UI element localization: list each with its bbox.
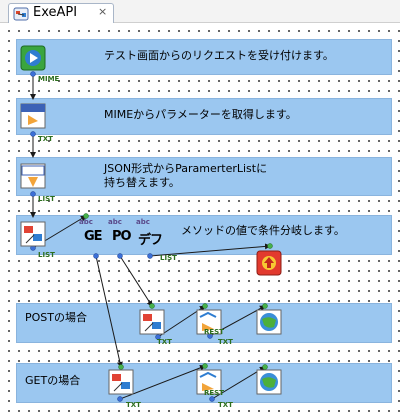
lane-label: POSTの場合 (25, 311, 87, 324)
tab-exeapi[interactable]: ExeAPI × (8, 3, 114, 23)
port-dot (267, 243, 273, 249)
port-label: MIME (38, 75, 60, 83)
post-branch-node-icon[interactable] (139, 309, 165, 335)
start-node-icon[interactable] (20, 45, 46, 71)
mime-parse-node-icon[interactable] (20, 103, 46, 129)
connection-line (149, 243, 271, 257)
condition-get[interactable]: GE (84, 229, 103, 244)
condition-group: abc abc abc GE PO デフ (74, 218, 166, 252)
lane-label: 持ち替えます。 (104, 176, 180, 189)
flow-connections (30, 71, 273, 402)
port-dot (30, 71, 36, 77)
port-label: TXT (157, 338, 172, 346)
connection-line (95, 255, 123, 368)
condition-default[interactable]: デフ (138, 233, 163, 248)
port-label: REST (204, 389, 224, 397)
web-response-node-icon[interactable] (256, 369, 282, 395)
connection-line (119, 255, 153, 307)
port-dot (83, 213, 89, 219)
close-icon[interactable]: × (98, 5, 108, 18)
port-dot (93, 253, 99, 259)
lane-label: MIMEからパラメーターを取得します。 (104, 108, 297, 121)
port-dot (30, 131, 36, 137)
port-label: REST (204, 328, 224, 336)
abc-label: abc (79, 218, 93, 226)
json-convert-node-icon[interactable] (20, 163, 46, 189)
abc-label: abc (136, 218, 150, 226)
port-label: TXT (218, 338, 233, 346)
error-end-node-icon[interactable] (256, 250, 282, 276)
flow-file-icon (13, 6, 29, 25)
tab-title: ExeAPI (33, 5, 78, 20)
port-dot (209, 396, 215, 402)
lane-branch-method[interactable]: メソッドの値で条件分岐します。 (16, 215, 392, 255)
condition-post[interactable]: PO (112, 229, 132, 244)
abc-label: abc (108, 218, 122, 226)
port-label: LIST (160, 254, 177, 262)
port-dot (149, 303, 155, 309)
connection-line (119, 365, 206, 400)
editor-tab-bar: ExeAPI × (0, 0, 400, 23)
lane-get-params[interactable]: MIMEからパラメーターを取得します。 (16, 98, 392, 135)
lane-label: テスト画面からのリクエストを受け付けます。 (104, 49, 334, 62)
lane-label: GETの場合 (25, 374, 81, 387)
rest-call-node-icon[interactable] (196, 369, 222, 395)
port-label: LIST (38, 195, 55, 203)
port-dot (262, 303, 268, 309)
rest-call-node-icon[interactable] (196, 309, 222, 335)
lane-receive-request[interactable]: テスト画面からのリクエストを受け付けます。 (16, 39, 392, 75)
port-label: LIST (38, 251, 55, 259)
lane-convert-json[interactable]: JSON形式からParamerterListに 持ち替えます。 (16, 157, 392, 196)
port-dot (30, 191, 36, 197)
port-dot (117, 396, 123, 402)
port-label: TXT (126, 401, 141, 409)
get-branch-node-icon[interactable] (108, 369, 134, 395)
port-dot (147, 253, 153, 259)
lane-label: JSON形式からParamerterListに (104, 162, 268, 175)
port-dot (117, 253, 123, 259)
lane-label: メソッドの値で条件分岐します。 (181, 224, 345, 237)
port-label: TXT (218, 401, 233, 409)
port-dot (202, 303, 208, 309)
web-response-node-icon[interactable] (256, 309, 282, 335)
flow-canvas[interactable]: テスト画面からのリクエストを受け付けます。 MIMEからパラメーターを取得します… (0, 23, 400, 417)
port-dot (202, 363, 208, 369)
port-label: TXT (38, 135, 53, 143)
branch-node-icon[interactable] (20, 221, 46, 247)
